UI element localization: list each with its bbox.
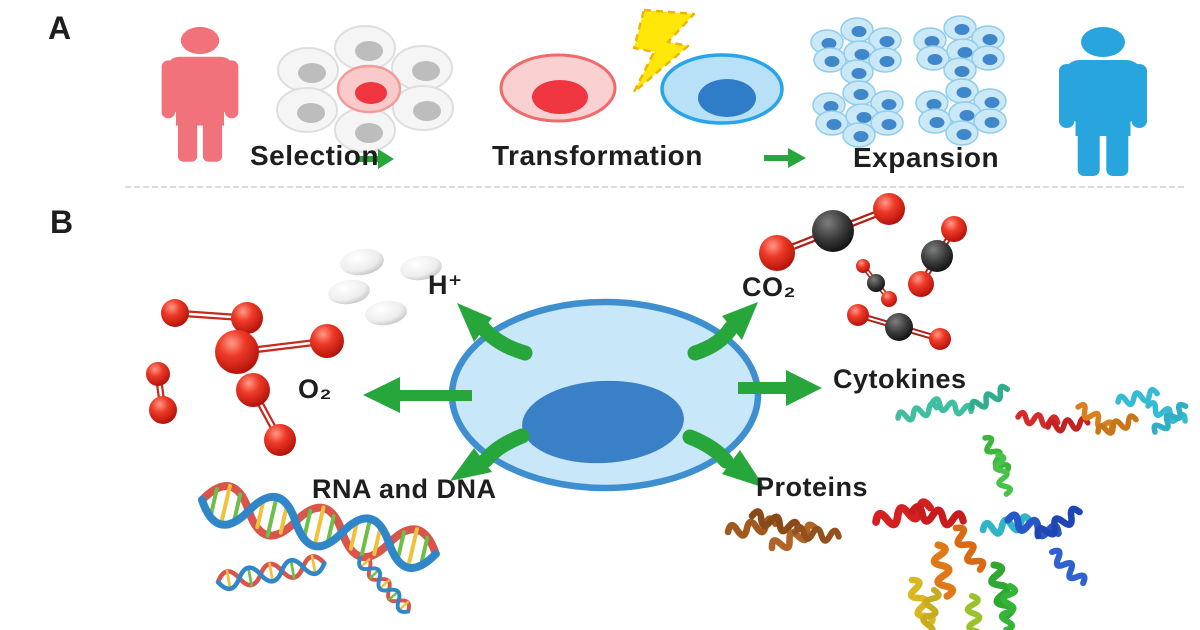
- o2-label: O₂: [298, 374, 332, 404]
- co2-label: CO₂: [742, 272, 796, 302]
- panel-b-label: B: [50, 204, 75, 240]
- cytokines-label: Cytokines: [833, 364, 967, 394]
- co2-molecules-icon: [759, 193, 967, 350]
- selected-pink-cell-icon: [336, 64, 402, 114]
- donor-person-icon: [161, 26, 239, 162]
- exchange-arrow-icon: [363, 302, 822, 488]
- rna-dna-label: RNA and DNA: [312, 474, 497, 504]
- proton-spheres-icon: [328, 248, 442, 326]
- expanded-colony-icon: [811, 16, 1006, 147]
- step-arrow-icon: [764, 148, 806, 168]
- proteins-label: Proteins: [756, 472, 869, 502]
- step-arrow-icon: [356, 149, 394, 169]
- cytokine-protein-icon: [897, 385, 1189, 495]
- h-plus-label: H⁺: [428, 270, 463, 300]
- selected-cell-cluster-icon: [276, 25, 454, 153]
- cell-nucleus: [522, 380, 684, 464]
- central-cell-icon: [448, 298, 762, 492]
- somatic-cell-icon: [499, 53, 617, 123]
- lightning-bolt-icon: [632, 8, 696, 94]
- reprogrammed-cell-icon: [660, 53, 784, 125]
- step-label-selection: Selection: [250, 140, 379, 171]
- protein-structure-icon: [874, 501, 1087, 630]
- oxygen-molecules-icon: [146, 299, 344, 456]
- dna-helix-icon: [198, 482, 440, 614]
- step-label-transformation: Transformation: [492, 140, 703, 171]
- step-label-expansion: Expansion: [853, 142, 1000, 173]
- recipient-person-icon: [1059, 27, 1147, 176]
- protein-structure-icon: [727, 510, 839, 553]
- panel-a-label: A: [48, 10, 73, 46]
